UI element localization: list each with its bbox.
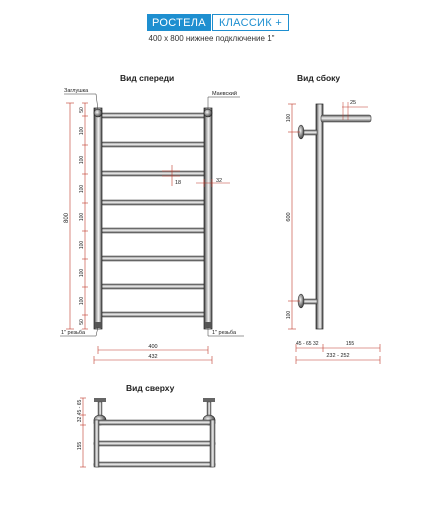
left-standoff [97,401,103,417]
rung [100,170,210,177]
brand-label: РОСТЕЛА [147,14,211,31]
rung [100,311,210,318]
top-offset-rung [320,114,372,123]
front-view-title: Вид спереди [120,73,175,83]
rungs [100,112,210,318]
spacing-dim: 100 [79,213,85,222]
side-view-title: Вид сбоку [297,73,341,83]
left-mount-plate [94,398,106,402]
top-dim-depth: 155 [77,442,83,451]
side-mid-dim: 600 [286,212,292,221]
left-upright [93,107,103,330]
rung [100,255,210,262]
plug-cap [93,108,103,118]
valve-cap [203,108,213,118]
rung [100,199,210,206]
title-bar: РОСТЕЛА КЛАССИК + [147,14,290,31]
spacing-dim: 100 [79,297,85,306]
edge-dim-bottom: 50 [79,319,85,325]
right-rail [209,419,216,468]
front-view: Заглушка Маевский 1" резьба 1" резьба 80… [60,88,244,364]
outer-width-dim: 432 [148,354,157,360]
subtitle: 400 х 800 нижнее подключение 1" [148,34,275,43]
spacing-dim: 100 [79,156,85,165]
lower-bracket [302,298,318,305]
right-thread-end [205,322,211,328]
left-thread-end [95,322,101,328]
spacing-dim: 100 [79,269,85,278]
depth-dim: 155 [346,341,355,347]
side-tube [315,103,324,330]
height-dim: 800 [64,212,70,223]
spacing-dim: 100 [79,185,85,194]
offset-dim: 25 [350,100,356,106]
upper-bracket [302,129,318,136]
top-view: 32 45 - 65 155 [77,397,216,468]
right-mount-plate [203,398,215,402]
top-rung [93,419,216,426]
spacing-dim: 100 [79,127,85,136]
tube-dim: 32 [216,178,222,184]
inner-width-dim: 400 [148,344,157,350]
total-depth-dim: 232 - 252 [326,353,349,359]
side-bottom-dim: 100 [286,311,292,320]
plug-label: Заглушка [64,88,89,94]
rung [100,283,210,290]
bracket-dims: 45 - 65 32 [296,341,319,347]
rung [100,227,210,234]
top-rung [93,440,216,447]
model-label: КЛАССИК + [211,14,290,31]
side-top-dim: 100 [286,114,292,123]
top-view-title: Вид сверху [126,383,175,393]
spacing-dim: 100 [79,241,85,250]
rung [100,112,210,119]
right-upright [203,107,213,330]
left-thread-label: 1" резьба [61,330,86,336]
top-dim-offset: 32 45 - 65 [77,400,83,423]
right-standoff [206,401,212,417]
left-rail [93,419,100,468]
rung [100,141,210,148]
edge-dim-top: 50 [79,107,85,113]
top-rung [93,461,216,468]
rung-dim: 18 [175,180,181,186]
side-view: 25 100 600 100 45 - 65 32 155 232 - 252 [286,100,381,364]
right-thread-label: 1" резьба [212,330,237,336]
valve-label: Маевский [212,90,237,97]
